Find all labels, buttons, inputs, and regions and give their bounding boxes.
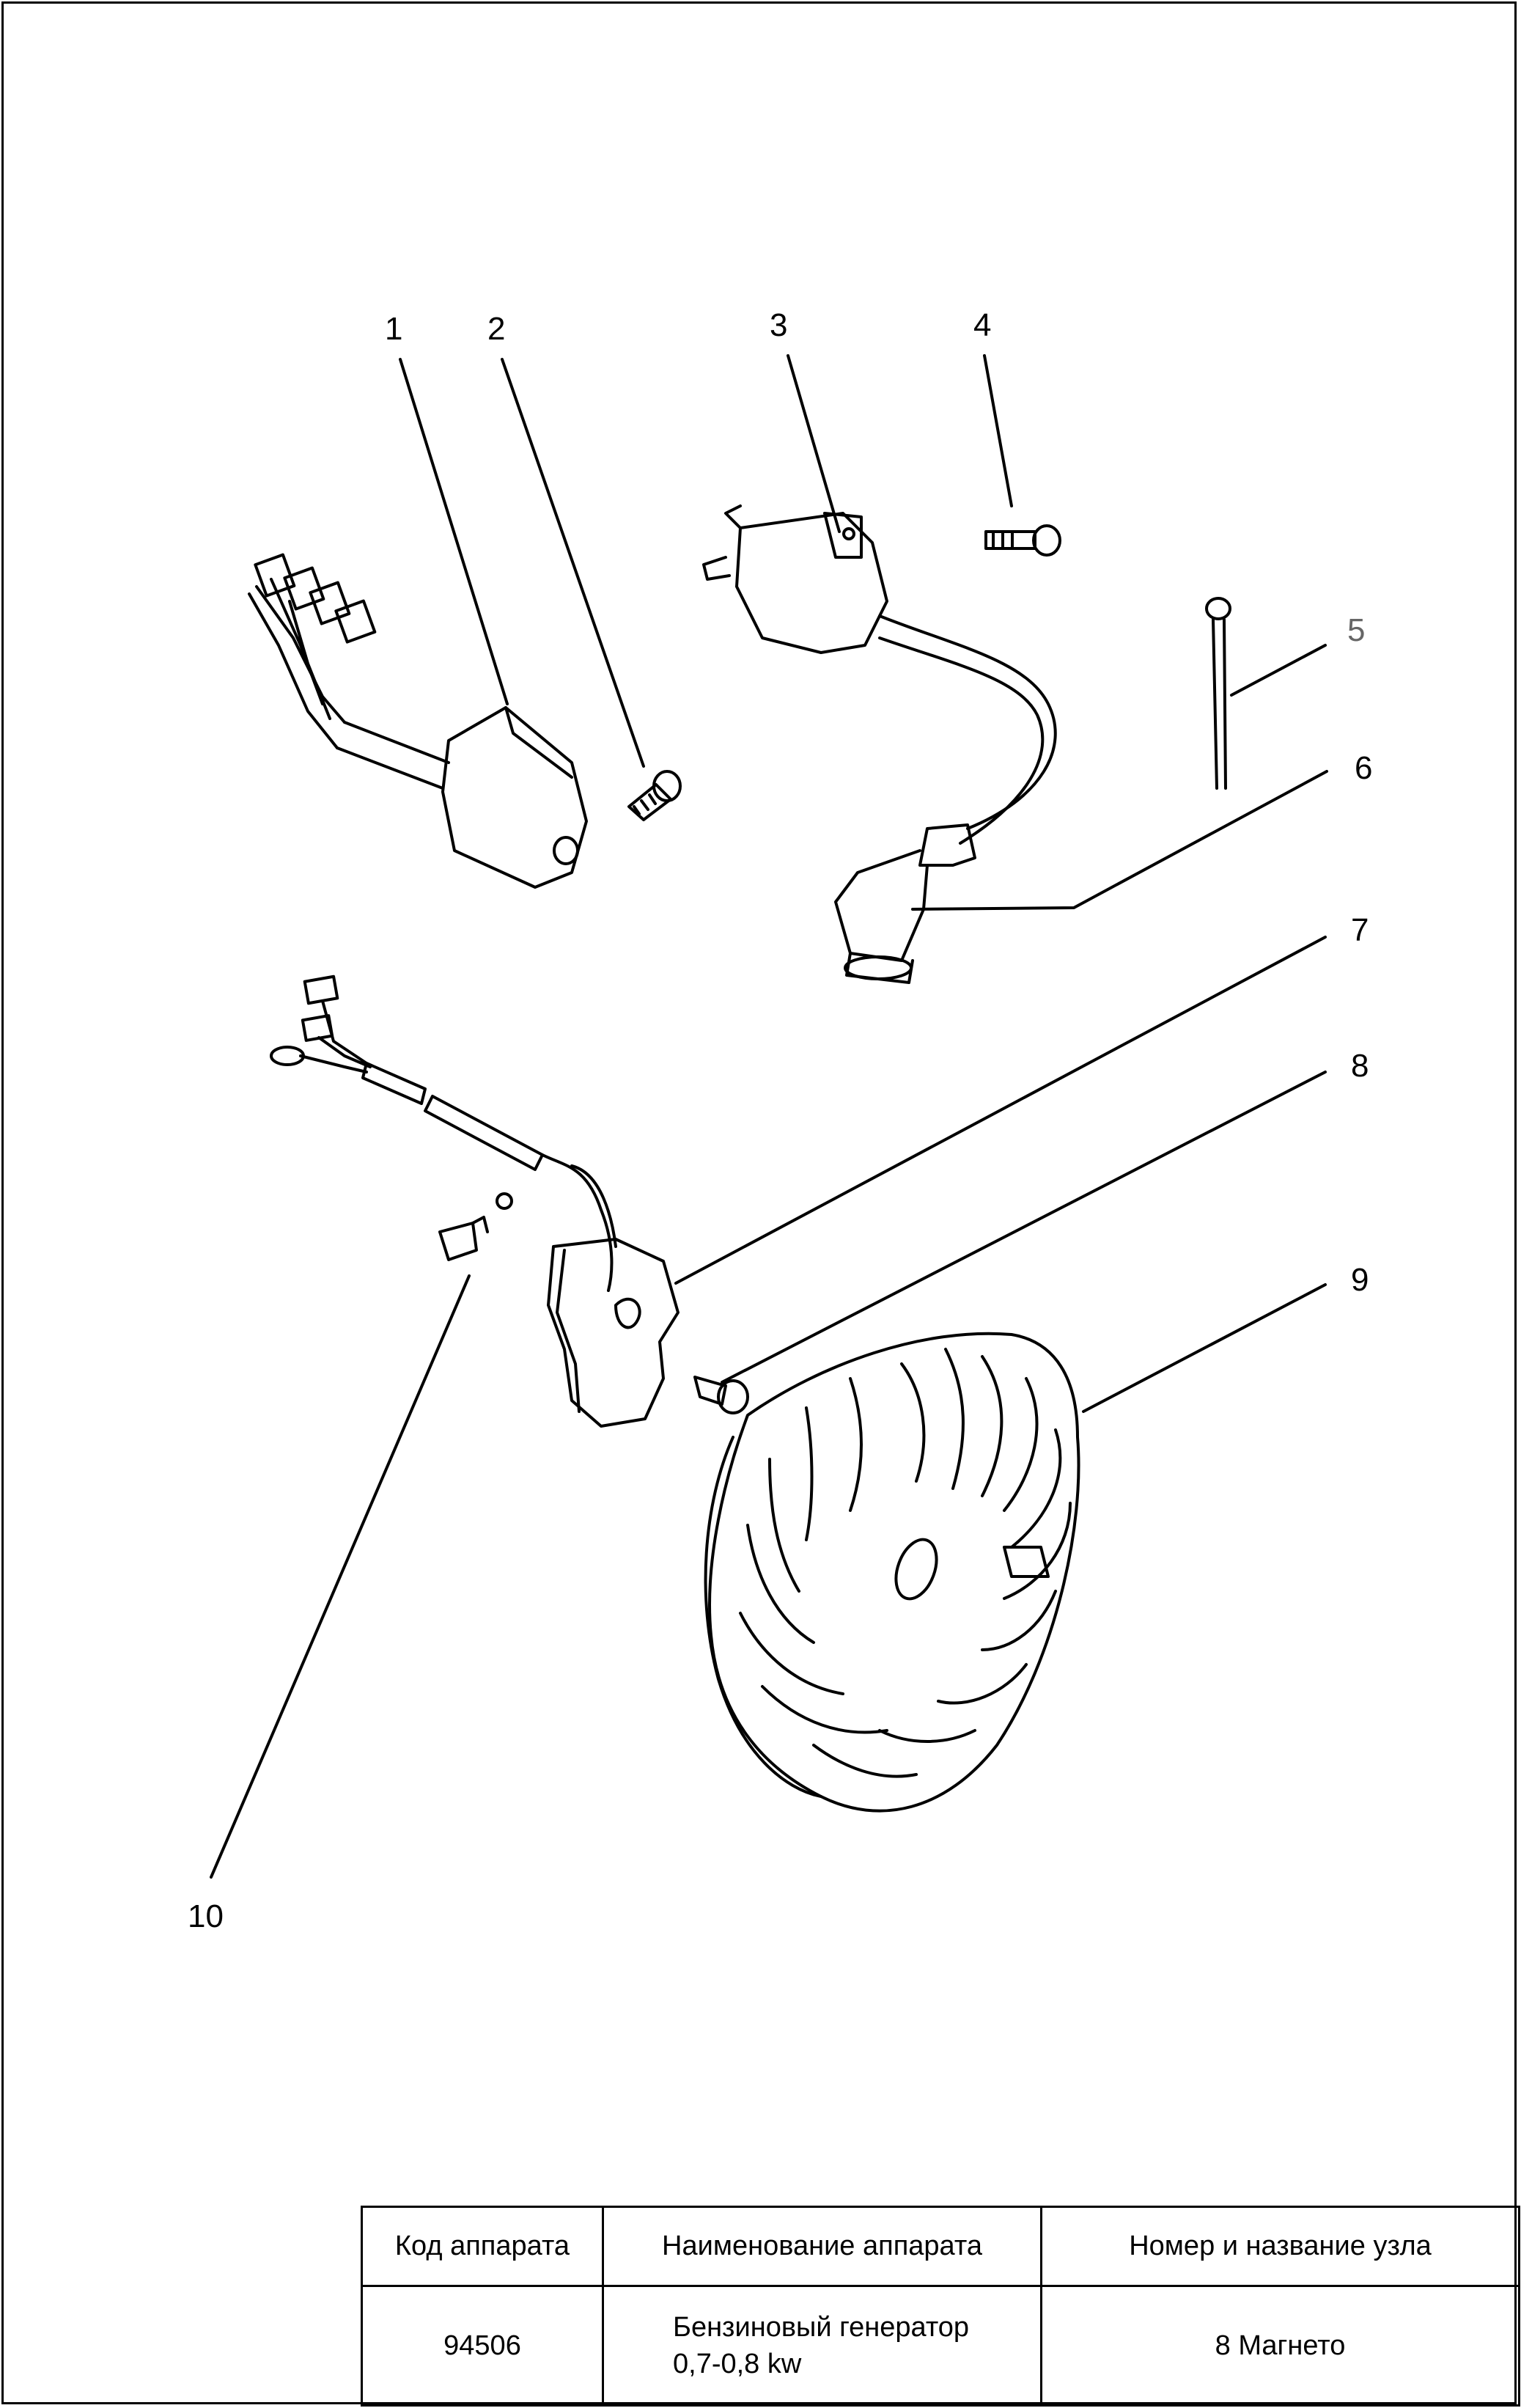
leader-10 <box>210 1274 471 1879</box>
header-assembly: Номер и название узла <box>1040 2206 1520 2287</box>
leader-6 <box>911 770 1328 911</box>
header-device-name: Наименование аппарата <box>602 2206 1042 2287</box>
callout-6: 6 <box>1355 750 1372 786</box>
ignition-module-icon <box>248 553 588 889</box>
callout-1: 1 <box>385 311 402 347</box>
screw-icon <box>627 770 682 821</box>
callout-5: 5 <box>1347 612 1365 648</box>
device-code-cell: 94506 <box>361 2285 604 2407</box>
assembly-cell: 8 Магнето <box>1040 2285 1520 2407</box>
callout-4: 4 <box>973 307 991 343</box>
leader-9 <box>1082 1283 1327 1413</box>
wire-clamp-icon <box>438 1192 513 1261</box>
info-table: Код аппарата Наименование аппарата Номер… <box>361 2206 1520 2407</box>
flywheel-icon <box>704 1332 1080 1813</box>
callout-10: 10 <box>188 1898 224 1934</box>
bolt-icon <box>984 524 1061 557</box>
device-name-line-1: Бензиновый генератор <box>673 2312 970 2343</box>
leader-4 <box>983 354 1013 507</box>
leader-1 <box>399 358 509 705</box>
leader-5 <box>1230 644 1327 697</box>
header-device-code: Код аппарата <box>361 2206 604 2287</box>
leader-3 <box>787 354 841 533</box>
callout-3: 3 <box>770 307 787 343</box>
device-name-line-2: 0,7-0,8 kw <box>673 2349 802 2379</box>
cable-tie-icon <box>1205 597 1231 790</box>
stator-icon <box>270 974 680 1428</box>
device-name-cell: Бензиновый генератор 0,7-0,8 kw <box>602 2285 1042 2407</box>
callout-9: 9 <box>1351 1262 1369 1298</box>
ignition-coil-icon <box>702 504 1057 845</box>
leader-lines <box>210 354 1328 1879</box>
table-header-row: Код аппарата Наименование аппарата Номер… <box>361 2206 1520 2287</box>
callout-7: 7 <box>1351 912 1369 948</box>
bolt-icon <box>693 1376 749 1414</box>
callout-2: 2 <box>487 311 505 347</box>
callout-8: 8 <box>1351 1048 1369 1084</box>
leader-2 <box>501 358 645 768</box>
spark-plug-cap-icon <box>834 823 976 984</box>
leader-8 <box>721 1071 1327 1384</box>
leader-7 <box>674 936 1327 1285</box>
table-data-row: 94506 Бензиновый генератор 0,7-0,8 kw 8 … <box>361 2285 1520 2407</box>
